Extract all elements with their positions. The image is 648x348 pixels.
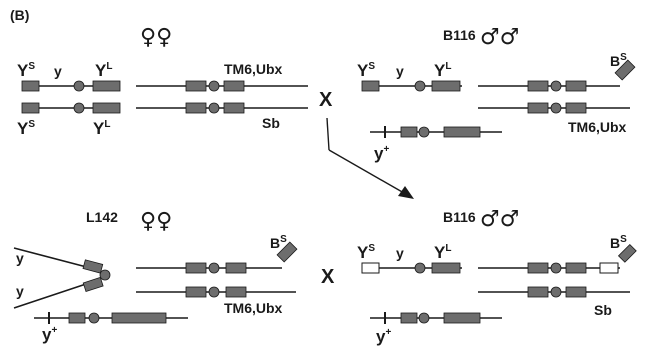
top-right-lower-autosome-label: TM6,Ubx bbox=[568, 119, 627, 135]
bottom-left-arm-label-upper: y bbox=[16, 250, 24, 266]
top-left-lower-autosome-label: Sb bbox=[262, 115, 280, 131]
bottom-right-upper-yl: YL bbox=[434, 243, 451, 262]
bottom-right-sex-symbols: ♂♂ bbox=[480, 207, 519, 232]
top-right-bs-label: BS bbox=[610, 52, 627, 69]
top-left-upper-chromosome bbox=[21, 80, 121, 92]
top-left-lower-autosome bbox=[136, 102, 308, 114]
top-right-upper-ys: YS bbox=[357, 61, 375, 80]
top-left-upper-autosome-label: TM6,Ubx bbox=[224, 61, 283, 77]
bottom-right-lower-autosome-label: Sb bbox=[594, 302, 612, 318]
bottom-right-upper-chromosome bbox=[361, 262, 462, 274]
bottom-right-upper-autosome-bs bbox=[478, 243, 637, 274]
top-left-upper-autosome bbox=[136, 80, 308, 92]
top-left-upper-y: y bbox=[54, 63, 62, 79]
bottom-left-free-chromosome bbox=[34, 312, 188, 324]
panel-label: (B) bbox=[10, 7, 29, 23]
top-cross-symbol: X bbox=[319, 89, 333, 111]
bottom-left-lower-autosome-label: TM6,Ubx bbox=[224, 300, 283, 316]
top-left-sex-symbols: ♀♀ bbox=[140, 25, 172, 50]
top-right-upper-autosome-bs bbox=[478, 59, 636, 92]
bottom-left-bs-label: BS bbox=[270, 234, 287, 251]
bottom-left-yplus-label: y+ bbox=[42, 325, 57, 344]
bottom-right-yplus-label: y+ bbox=[376, 327, 391, 346]
bottom-right-upper-ys: YS bbox=[357, 243, 375, 262]
top-left-lower-ys: YS bbox=[17, 119, 35, 138]
top-right-upper-yl: YL bbox=[434, 61, 451, 80]
top-right-free-chromosome bbox=[370, 126, 502, 138]
cross-arrow bbox=[326, 117, 414, 199]
top-left-lower-chromosome bbox=[21, 102, 121, 114]
top-left-upper-ys: YS bbox=[17, 61, 35, 80]
bottom-right-bs-label: BS bbox=[610, 234, 627, 251]
bottom-right-lower-autosome bbox=[478, 286, 630, 298]
bottom-left-upper-autosome-bs bbox=[136, 241, 298, 274]
bottom-cross-symbol: X bbox=[321, 266, 335, 288]
top-right-lower-autosome bbox=[478, 102, 630, 114]
top-right-yplus-label: y+ bbox=[374, 144, 389, 163]
bottom-right-upper-y: y bbox=[396, 245, 404, 261]
top-right-sex-symbols: ♂♂ bbox=[480, 25, 519, 50]
bottom-right-free-chromosome bbox=[370, 312, 502, 324]
top-right-upper-y: y bbox=[396, 63, 404, 79]
top-left-upper-yl: YL bbox=[95, 61, 112, 80]
bottom-left-sex-symbols: ♀♀ bbox=[140, 209, 172, 234]
top-right-upper-chromosome bbox=[361, 80, 462, 92]
top-right-stock-name: B116 bbox=[443, 27, 476, 43]
bottom-right-stock-name: B116 bbox=[443, 209, 476, 225]
bottom-left-lower-autosome bbox=[136, 286, 296, 298]
bottom-left-attached-chromosome bbox=[13, 247, 111, 309]
bottom-left-arm-label-lower: y bbox=[16, 283, 24, 299]
top-left-lower-yl: YL bbox=[93, 119, 110, 138]
bottom-left-stock-name: L142 bbox=[86, 209, 118, 225]
